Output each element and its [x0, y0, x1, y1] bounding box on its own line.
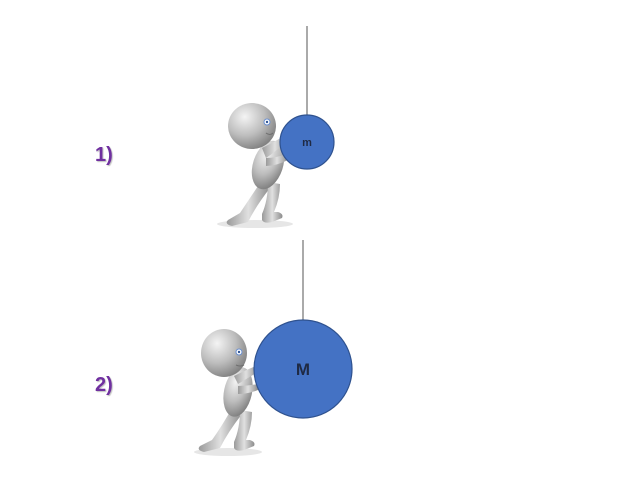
ball-M-label: M: [296, 360, 310, 379]
stick-figure-2: [194, 329, 262, 456]
scene-2-group: M: [194, 240, 353, 456]
ball-M: [253, 319, 353, 419]
scene-1-label: 1): [95, 144, 113, 166]
scene-1-group: m: [217, 26, 335, 228]
ball-m-label: m: [302, 137, 312, 149]
ball-m: [279, 114, 335, 170]
stick-figure-1: [217, 103, 293, 228]
scene-2-label: 2): [95, 374, 113, 396]
